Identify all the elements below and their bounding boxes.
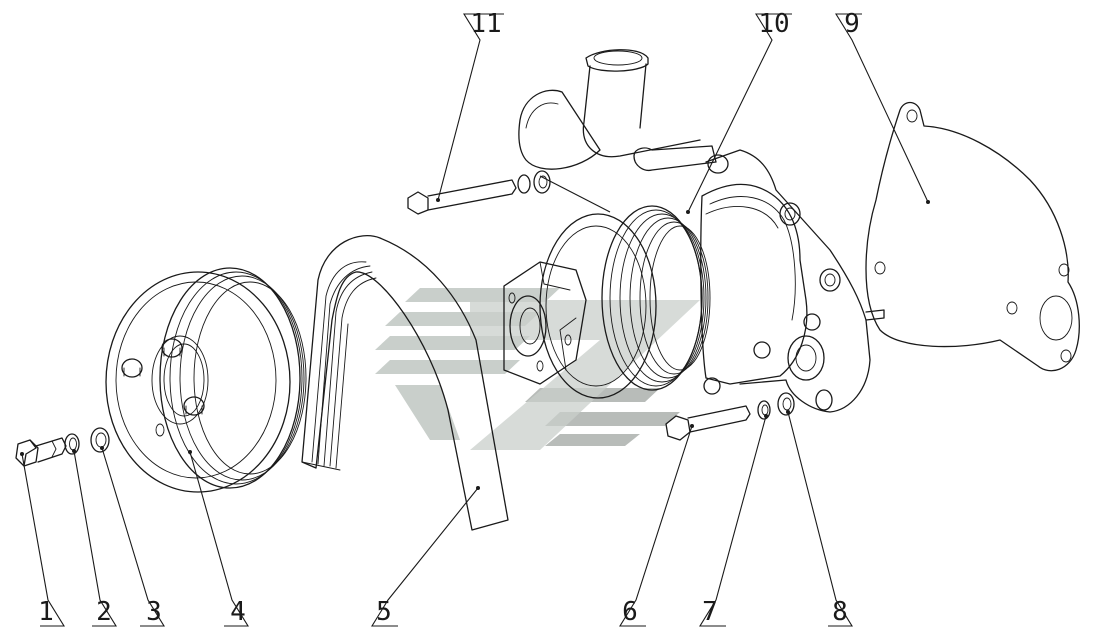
callout-labels: 1 2 3 4 5 6 7 8 9 10 11 xyxy=(38,9,860,627)
callout-4: 4 xyxy=(230,597,246,627)
part-9-gasket xyxy=(865,101,1080,372)
part-7-spring-washer xyxy=(757,400,771,420)
callout-9: 9 xyxy=(844,9,860,39)
part-5-ribbed-belt xyxy=(301,235,509,531)
part-2-spring-washer xyxy=(64,433,80,455)
callout-7: 7 xyxy=(702,597,718,627)
callout-6: 6 xyxy=(622,597,638,627)
callout-10: 10 xyxy=(758,9,789,39)
part-1-hex-bolt xyxy=(15,437,67,467)
part-10-water-pump xyxy=(503,49,885,413)
part-11-long-bolt xyxy=(407,170,551,215)
leader-lines xyxy=(21,13,929,627)
part-8-flat-washer xyxy=(777,392,795,416)
callout-11: 11 xyxy=(470,9,501,39)
callout-2: 2 xyxy=(96,597,112,627)
part-4-pulley xyxy=(105,267,307,493)
callout-3: 3 xyxy=(146,597,162,627)
callout-1: 1 xyxy=(38,597,54,627)
part-6-bolt xyxy=(665,405,751,441)
callout-8: 8 xyxy=(832,597,848,627)
part-3-flat-washer xyxy=(90,427,110,453)
callout-5: 5 xyxy=(376,597,392,627)
